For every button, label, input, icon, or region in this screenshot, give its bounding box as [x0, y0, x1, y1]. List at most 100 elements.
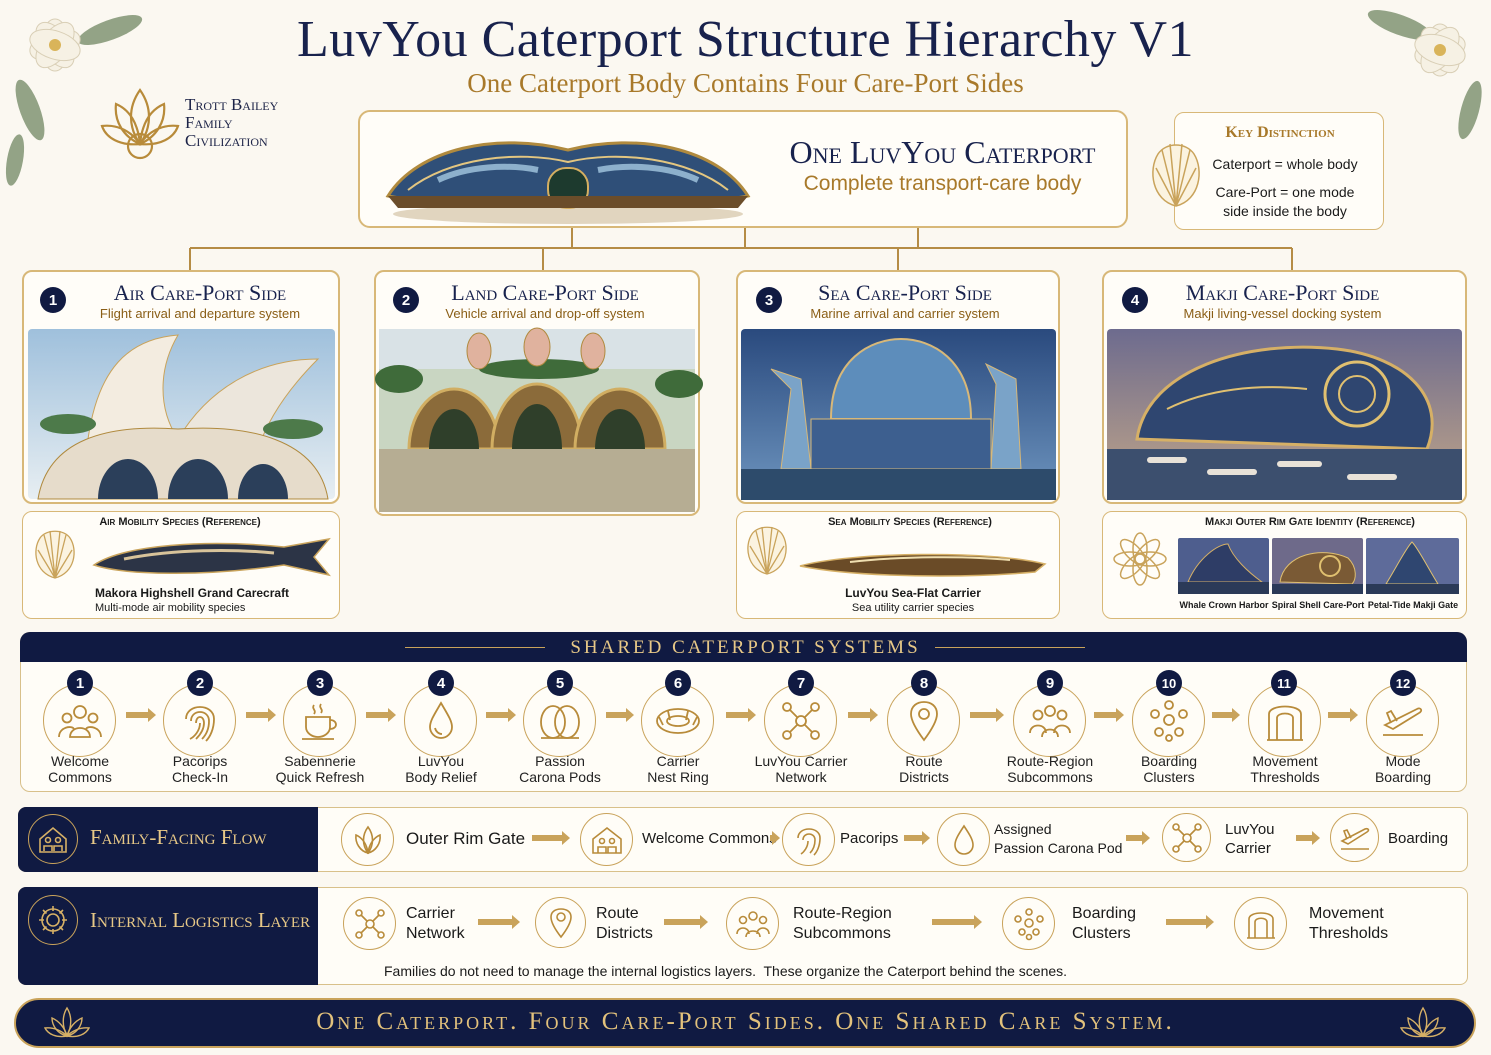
logistics-note: Families do not need to manage the inter… [384, 963, 1068, 979]
air-reference-heading: Air Mobility Species (Reference) [99, 516, 261, 528]
shared-systems-header-bar [20, 632, 1467, 662]
carona-pods-circle [523, 684, 596, 757]
footer-banner [14, 998, 1476, 1048]
side-number-4: 4 [1122, 287, 1148, 313]
system-label-12-line2: Boarding [1374, 769, 1432, 785]
fingerprint-icon [796, 827, 821, 856]
logistics-step-3: Route-Region Subcommons [793, 905, 892, 942]
system-label-4-line1: LuvYou [417, 753, 465, 769]
main-caterport-subtitle: Complete transport-care body [803, 172, 1082, 195]
system-label-6-line2: Nest Ring [647, 769, 709, 785]
system-number-10: 10 [1156, 670, 1182, 696]
lotus-flower-icon [1113, 532, 1167, 586]
brand-line-1: Trott Bailey [185, 95, 279, 114]
system-label-11-line2: Thresholds [1250, 769, 1320, 785]
system-number-3: 3 [307, 670, 333, 696]
makji-reference-heading: Makji Outer Rim Gate Identity (Reference… [1205, 516, 1415, 528]
family-step-3: Pacorips [840, 830, 899, 847]
whale-crown-harbor-image [1178, 538, 1269, 594]
system-label-8-line2: Districts [899, 769, 949, 785]
welcome-commons-flow-circle [580, 813, 633, 866]
air-careport-image [28, 329, 335, 500]
system-label-8-line1: Route [905, 753, 943, 769]
air-reference-desc: Multi-mode air mobility species [95, 602, 246, 614]
key-distinction-card [1174, 112, 1384, 230]
logistics-step-2: Route Districts [596, 905, 653, 942]
side-desc-2: Vehicle arrival and drop-off system [445, 306, 645, 321]
logistics-title: Internal Logistics Layer [90, 908, 311, 932]
family-step-2: Welcome Commons [642, 830, 777, 847]
subcommons-circle [1013, 684, 1086, 757]
hierarchy-connectors [189, 228, 1293, 270]
key-distinction-line-3: side inside the body [1223, 203, 1347, 219]
luvyou-carrier-flow-circle [1162, 813, 1211, 862]
ring-icon [655, 707, 700, 734]
network-icon [354, 908, 385, 939]
system-label-10-line1: Boarding [1140, 753, 1198, 769]
boarding-clusters-circle [1132, 684, 1205, 757]
fingerprint-icon [184, 705, 215, 742]
lotus-icon [1399, 1006, 1447, 1038]
key-distinction-line-2: Care-Port = one mode [1215, 184, 1355, 200]
makji-caption-3: Petal-Tide Makji Gate [1367, 600, 1459, 610]
group-icon [1028, 704, 1071, 737]
logistics-step-5: Movement Thresholds [1309, 905, 1389, 942]
brand-line-3: Civilization [185, 131, 268, 150]
family-flow-emblem [28, 814, 78, 864]
family-step-4: Assigned Passion Carona Pod [994, 821, 1123, 856]
map-pin-icon [909, 700, 938, 742]
side-number-2: 2 [393, 287, 419, 313]
lotus-logo-icon [100, 88, 180, 160]
family-flow-title: Family-Facing Flow [90, 825, 267, 849]
system-label-9-line2: Subcommons [1007, 769, 1093, 785]
page-subtitle: One Caterport Body Contains Four Care-Po… [467, 68, 1024, 98]
shared-header-rule-right [935, 647, 1085, 648]
side-desc-1: Flight arrival and departure system [99, 306, 301, 321]
system-label-2-line1: Pacorips [172, 753, 228, 769]
movement-thresholds-flow-circle [1234, 897, 1287, 950]
makji-careport-image [1107, 329, 1462, 500]
lotus-icon [43, 1006, 91, 1038]
system-number-1: 1 [67, 670, 93, 696]
sea-reference-name: LuvYou Sea-Flat Carrier [845, 586, 981, 600]
system-label-6-line1: Carrier [656, 753, 700, 769]
system-label-5-line1: Passion [535, 753, 585, 769]
mode-boarding-circle [1366, 684, 1439, 757]
route-districts-circle [887, 684, 960, 757]
air-reference-name: Makora Highshell Grand Carecraft [95, 586, 290, 600]
people-icon [57, 704, 102, 738]
cluster-icon [1149, 699, 1188, 742]
petal-tide-makji-gate-image [1366, 538, 1459, 594]
side-title-1: Air Care-Port Side [113, 280, 287, 305]
system-number-12: 12 [1390, 670, 1416, 696]
system-label-11-line1: Movement [1252, 753, 1318, 769]
boarding-flow-circle [1330, 813, 1379, 862]
carecraft-image [92, 537, 331, 577]
logistics-arrows [478, 915, 1214, 929]
side-title-2: Land Care-Port Side [451, 280, 639, 305]
floral-corner-left [5, 15, 143, 186]
system-label-12-line1: Mode [1385, 753, 1421, 769]
system-number-6: 6 [665, 670, 691, 696]
lotus-gate-icon [354, 825, 381, 854]
cup-icon [301, 702, 337, 740]
building-people-icon [591, 826, 622, 854]
gate-icon [1246, 911, 1275, 939]
key-distinction-title: Key Distinction [1225, 124, 1335, 141]
land-careport-image [375, 327, 703, 512]
side-title-4: Makji Care-Port Side [1185, 280, 1380, 305]
boarding-clusters-flow-circle [1002, 897, 1055, 950]
brand-line-2: Family [185, 113, 233, 132]
system-label-2-line2: Check-In [171, 769, 229, 785]
sea-reference-desc: Sea utility carrier species [851, 602, 975, 614]
carrier-network-flow-circle [343, 897, 396, 950]
body-relief-circle [404, 684, 477, 757]
sea-carrier-image [799, 553, 1047, 577]
system-number-5: 5 [547, 670, 573, 696]
